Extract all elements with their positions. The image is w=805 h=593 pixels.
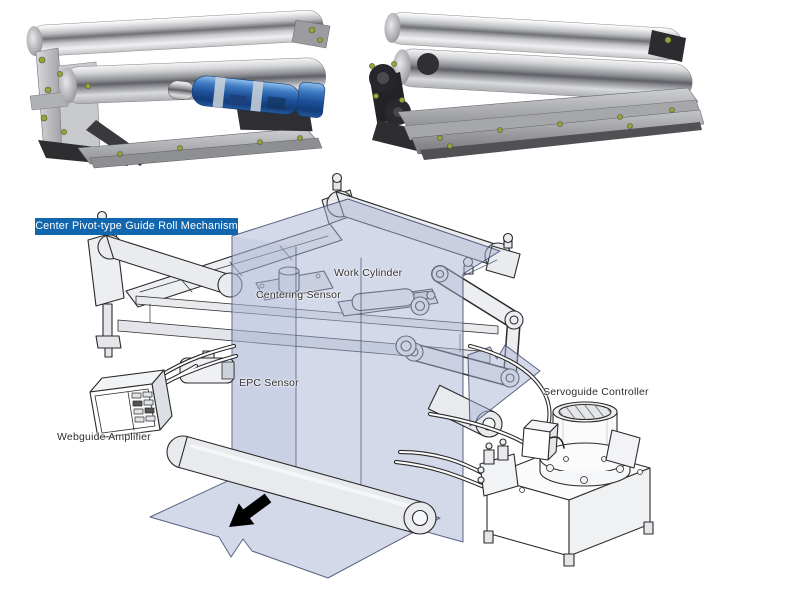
label-webguide-amplifier: Webguide Amplifier bbox=[57, 431, 151, 443]
web-sheet-incoming bbox=[467, 344, 541, 427]
bottom-exit-roller bbox=[166, 435, 437, 535]
label-epc-sensor: EPC Sensor bbox=[239, 377, 299, 389]
pneumatic-actuator bbox=[167, 75, 326, 132]
product-photo-guide-roll-unit-front bbox=[26, 10, 331, 169]
bolts-left-unit bbox=[38, 56, 91, 135]
label-servoguide-controller: Servoguide Controller bbox=[543, 386, 649, 398]
web-direction-arrow bbox=[229, 493, 272, 527]
servoguide-controller-device bbox=[477, 401, 654, 567]
diagram-title-banner: Center Pivot-type Guide Roll Mechanism bbox=[35, 218, 238, 235]
label-centering-sensor: Centering Sensor bbox=[256, 289, 341, 301]
webguide-amplifier-device bbox=[89, 369, 173, 439]
product-photo-guide-roll-unit-rear bbox=[369, 12, 705, 160]
label-work-cylinder: Work Cylinder bbox=[334, 267, 403, 279]
